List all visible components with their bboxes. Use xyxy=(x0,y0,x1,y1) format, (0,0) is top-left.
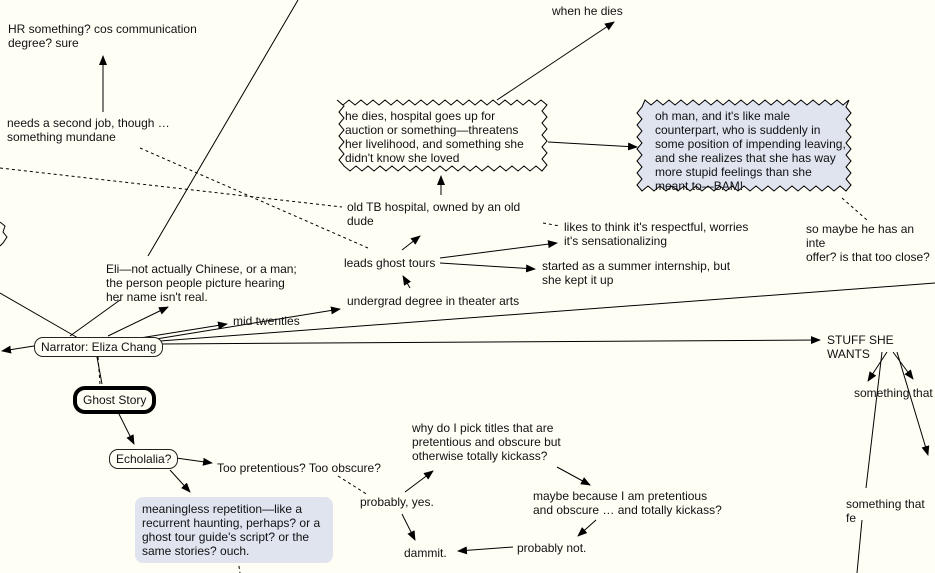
node-maybe-because[interactable]: maybe because I am pretentious and obscu… xyxy=(533,489,722,517)
link-left-narrator xyxy=(0,292,79,339)
link-narrator-far xyxy=(159,282,935,342)
link-stuff-4 xyxy=(865,351,883,489)
dash-too-probyes xyxy=(337,475,369,496)
link-eli-up xyxy=(147,0,299,257)
link-narrator-undergrad xyxy=(149,306,341,341)
link-hospital-daughter xyxy=(496,21,615,101)
link-stuff-1 xyxy=(867,351,888,382)
node-probably-yes[interactable]: probably, yes. xyxy=(360,495,434,509)
node-second-job[interactable]: needs a second job, though … something m… xyxy=(7,116,170,144)
node-mid-twenties[interactable]: mid twenties xyxy=(233,314,300,328)
link-ghosttours-tb xyxy=(401,235,421,251)
node-tb-hospital[interactable]: old TB hospital, owned by an old dude xyxy=(347,200,521,228)
link-narrator-eli xyxy=(107,306,169,337)
link-narrator-left xyxy=(1,345,35,354)
node-probably-not[interactable]: probably not. xyxy=(517,541,587,555)
link-probyes-why xyxy=(404,470,434,493)
node-hospital-dies[interactable]: he dies, hospital goes up for auction or… xyxy=(345,109,524,165)
link-undergrad-ghosttours xyxy=(402,275,411,289)
link-echolalia-meaningless xyxy=(169,469,191,493)
dash-ghost-narrator xyxy=(97,356,101,385)
link-why-maybe xyxy=(556,466,591,486)
link-stuff-3 xyxy=(896,351,930,456)
link-stuff-2 xyxy=(892,351,914,380)
node-dammit[interactable]: dammit. xyxy=(404,546,447,560)
node-summer[interactable]: started as a summer internship, but she … xyxy=(542,259,731,287)
link-ghost-echolalia xyxy=(117,411,135,445)
node-echolalia[interactable]: Echolalia? xyxy=(109,449,179,469)
node-ghost-story[interactable]: Ghost Story xyxy=(73,386,157,414)
link-narrator-mid xyxy=(139,321,228,339)
node-meaningless[interactable]: meaningless repetition—like a recurrent … xyxy=(135,497,333,563)
dash-respect xyxy=(542,222,561,227)
link-ghosttours-respect xyxy=(439,240,558,259)
left-jag-frame xyxy=(0,221,8,247)
link-maybe-probnot xyxy=(577,519,597,537)
node-so-maybe[interactable]: so maybe he has an inte offer? is that t… xyxy=(806,222,930,264)
dash-second-tb xyxy=(139,147,369,249)
node-respectful[interactable]: likes to think it's respectful, worries … xyxy=(564,220,749,248)
node-male-counterpart[interactable]: oh man, and it's like male counterpart, … xyxy=(655,109,846,193)
node-something-that[interactable]: something that xyxy=(854,386,933,400)
hospital-frame xyxy=(336,99,548,172)
link-probnot-dammit xyxy=(457,546,514,555)
dash-left-tb xyxy=(0,167,343,208)
link-narrator-up1 xyxy=(69,299,121,337)
node-eli[interactable]: Eli—not actually Chinese, or a man; the … xyxy=(106,262,297,304)
link-probyes-dammit xyxy=(401,513,416,541)
node-why-titles[interactable]: why do I pick titles that are pretentiou… xyxy=(412,421,561,463)
male-frame xyxy=(636,99,852,192)
node-ghost-tours[interactable]: leads ghost tours xyxy=(344,256,436,270)
link-narrator-stuff xyxy=(159,336,821,345)
node-undergrad[interactable]: undergrad degree in theater arts xyxy=(347,294,520,308)
node-something-that-fe[interactable]: something that fe xyxy=(846,497,925,525)
node-hr[interactable]: HR something? cos communication degree? … xyxy=(8,22,197,50)
node-daughter[interactable]: when he dies xyxy=(552,4,623,18)
node-narrator[interactable]: Narrator: Eliza Chang xyxy=(34,337,164,357)
node-stuff-she-wants[interactable]: STUFF SHE WANTS xyxy=(827,333,894,361)
link-stuff-down xyxy=(856,519,863,573)
link-echolalia-too xyxy=(175,457,213,466)
node-too-pretentious[interactable]: Too pretentious? Too obscure? xyxy=(217,461,381,475)
dash-male-somaybe xyxy=(841,197,868,221)
link-hospital-male xyxy=(547,141,638,151)
link-ghosttours-summer xyxy=(439,262,536,273)
